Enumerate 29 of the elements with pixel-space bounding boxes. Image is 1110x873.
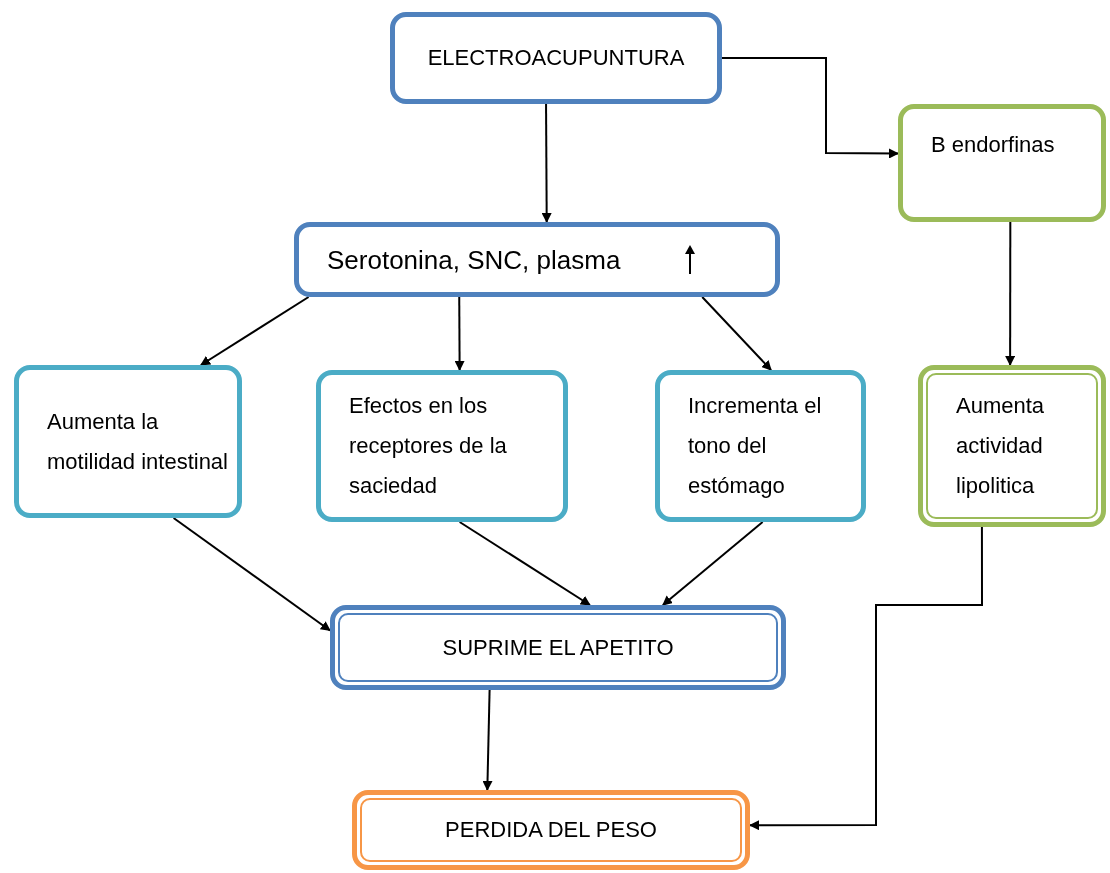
arrow — [172, 517, 331, 632]
arrow — [1005, 221, 1016, 366]
node-text: Aumenta actividad lipolitica — [956, 392, 1046, 500]
rounded-box — [390, 12, 722, 104]
arrow — [749, 526, 983, 831]
rounded-box — [352, 790, 750, 870]
rounded-box — [316, 370, 568, 522]
arrow — [454, 296, 465, 371]
node-text: Aumenta la motilidad intestinal — [47, 407, 229, 476]
rounded-box — [330, 605, 786, 690]
arrow — [482, 689, 493, 791]
arrow — [199, 296, 310, 366]
node-text: SUPRIME EL APETITO — [442, 633, 674, 662]
node-text: Incrementa el tono del estómago — [688, 392, 823, 500]
arrow — [701, 296, 773, 371]
node-text: PERDIDA DEL PESO — [445, 816, 657, 844]
rounded-box — [655, 370, 866, 522]
rounded-box — [918, 365, 1106, 527]
arrow — [721, 57, 899, 159]
node-text: B endorfinas — [931, 131, 1055, 159]
arrow — [458, 521, 591, 606]
rounded-box — [898, 104, 1106, 222]
rounded-box — [14, 365, 242, 518]
arrow — [661, 521, 764, 606]
node-text: Serotonina, SNC, plasma — [327, 243, 621, 277]
node-text: ELECTROACUPUNTURA — [427, 44, 685, 72]
rounded-box — [294, 222, 780, 297]
node-text: Efectos en los receptores de la saciedad — [349, 392, 508, 500]
arrow — [541, 103, 552, 223]
